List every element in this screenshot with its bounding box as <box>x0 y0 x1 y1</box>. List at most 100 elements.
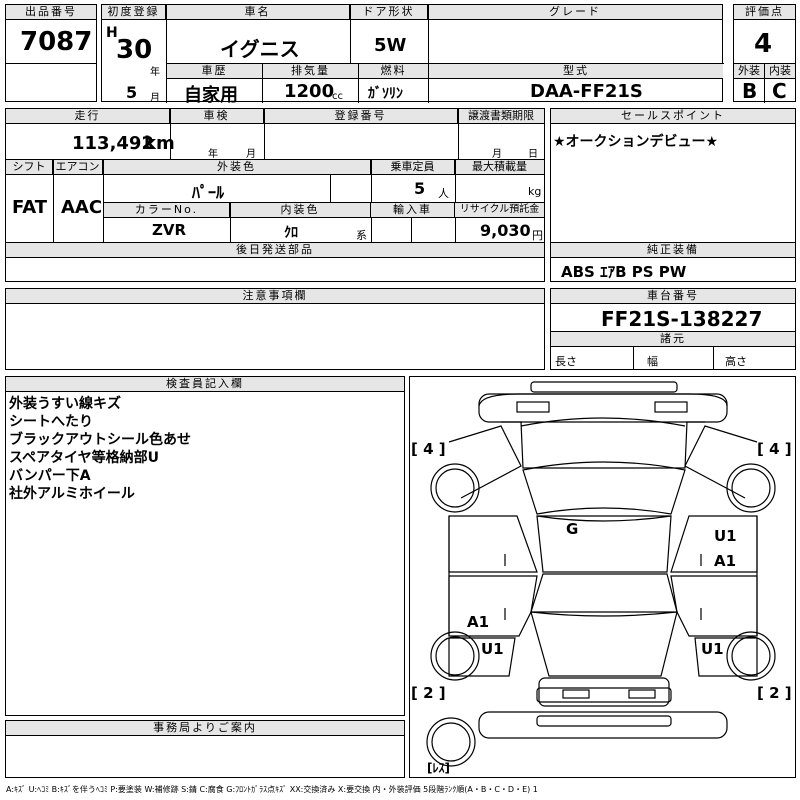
displacement-label: 排気量 <box>263 64 359 79</box>
import-label: 輸入車 <box>371 203 455 218</box>
inspection-label: 車検 <box>170 109 264 124</box>
lot-number: 7087 <box>20 27 93 57</box>
tire-rr-score: [ 2 ] <box>757 684 792 702</box>
inspector-label: 検査員記入欄 <box>6 377 404 392</box>
ac: AAC <box>61 197 103 218</box>
transfer-month-unit: 月 <box>492 149 502 160</box>
lot-number-box: 出品番号 7087 <box>5 4 97 102</box>
color-no: ZVR <box>152 221 187 239</box>
door-label: ドア形状 <box>350 5 428 20</box>
inspector-box: 検査員記入欄 外装うすい線キズ シートへたり ブラックアウトシール色あせ スペア… <box>5 376 405 716</box>
remark-line: 社外アルミホイール <box>9 486 135 502</box>
score-box: 評価点 4 外装 内装 B C <box>733 4 796 103</box>
equipment-text: ABS ｴｱB PS PW <box>561 263 687 281</box>
inspection-month-unit: 月 <box>246 149 256 160</box>
grade-label: グレード <box>428 5 722 20</box>
remark-line: バンパー下A <box>9 468 91 484</box>
selling-points-text: ★オークションデビュー★ <box>553 134 719 150</box>
rest-label: [ﾚｽ] <box>427 761 450 775</box>
tire-fl-score: [ 4 ] <box>411 440 446 458</box>
interior-score: C <box>772 79 787 103</box>
interior-color-label: 内装色 <box>230 203 371 218</box>
lot-number-label: 出品番号 <box>6 5 96 20</box>
exterior-color: ﾊﾟｰﾙ <box>192 183 225 202</box>
mark-glass: G <box>566 520 578 538</box>
details-box: 走行 車検 登録番号 譲渡書類期限 113,492 km 年 月 月 日 シフト… <box>5 108 545 282</box>
length-label: 長さ <box>555 355 577 368</box>
chassis-number: FF21S-138227 <box>601 307 763 331</box>
remark-line: ブラックアウトシール色あせ <box>9 432 191 448</box>
era: H <box>106 25 118 41</box>
score: 4 <box>754 29 773 59</box>
car-name: イグニス <box>220 37 300 61</box>
transfer-day-unit: 日 <box>528 149 538 160</box>
recycle-unit: 円 <box>532 229 543 242</box>
car-damage-diagram: [ 4 ] [ 4 ] [ 2 ] [ 2 ] G U1 A1 A1 U1 U1… <box>409 376 796 778</box>
inspection-year-unit: 年 <box>208 149 218 160</box>
first-reg-label: 初度登録 <box>102 5 166 20</box>
capacity-label: 乗車定員 <box>371 160 455 175</box>
height-label: 高さ <box>725 355 747 368</box>
month: 5 <box>126 83 138 102</box>
shift-label: シフト <box>6 160 53 175</box>
interior-color: ｸﾛ <box>284 225 298 241</box>
fuel: ｶﾞｿﾘﾝ <box>368 86 403 102</box>
mark-left-rear-u1: U1 <box>481 640 504 658</box>
history: 自家用 <box>184 85 238 106</box>
color-label: 外装色 <box>103 160 371 175</box>
interior-label: 内装 <box>765 64 795 79</box>
registration-label: 登録番号 <box>264 109 458 124</box>
notes-box: 注意事項欄 <box>5 288 545 370</box>
year: 30 <box>116 35 153 65</box>
office-box: 事務局よりご案内 <box>5 720 405 778</box>
mark-right-front-u1: U1 <box>714 527 737 545</box>
car-name-label: 車名 <box>166 5 350 20</box>
shift: FAT <box>12 197 48 218</box>
year-unit: 年 <box>150 67 160 78</box>
selling-points-label: セールスポイント <box>551 109 795 124</box>
remark-line: シートへたり <box>9 414 93 430</box>
recycle-label: リサイクル預託金 <box>455 203 544 218</box>
mileage: 113,492 <box>72 133 154 154</box>
model-label: 型式 <box>429 64 723 79</box>
month-unit: 月 <box>150 93 160 104</box>
exterior-label: 外装 <box>734 64 764 79</box>
capacity-unit: 人 <box>438 187 449 200</box>
remark-line: スペアタイヤ等格納部U <box>9 450 159 466</box>
office-label: 事務局よりご案内 <box>6 721 404 736</box>
chassis-box: 車台番号 FF21S-138227 諸元 長さ 幅 高さ <box>550 288 796 370</box>
door-type: 5W <box>374 35 407 56</box>
chassis-label: 車台番号 <box>551 289 795 304</box>
score-label: 評価点 <box>734 5 795 20</box>
mark-right-rear-u1: U1 <box>701 640 724 658</box>
mileage-label: 走行 <box>6 109 170 124</box>
mark-right-front-a1: A1 <box>714 552 736 570</box>
fuel-label: 燃料 <box>359 64 429 79</box>
color-no-label: カラーNo. <box>104 203 230 218</box>
displacement: 1200 <box>284 81 335 102</box>
spec-label: 諸元 <box>551 332 795 347</box>
exterior-score: B <box>742 79 758 103</box>
tire-rl-score: [ 2 ] <box>411 684 446 702</box>
history-label: 車歴 <box>167 64 263 79</box>
vehicle-header-box: 初度登録 車名 ドア形状 グレード H 30 年 5 月 イグニス 5W 車歴 … <box>101 4 724 106</box>
tire-fr-score: [ 4 ] <box>757 440 792 458</box>
transfer-label: 譲渡書類期限 <box>458 109 544 124</box>
later-parts-label: 後日発送部品 <box>6 243 544 258</box>
notes-label: 注意事項欄 <box>6 289 544 304</box>
remark-line: 外装うすい線キズ <box>9 396 121 412</box>
interior-color-unit: 系 <box>356 229 367 242</box>
equipment-label: 純正装備 <box>551 243 795 258</box>
load-label: 最大積載量 <box>455 160 544 175</box>
mark-left-rear-a1: A1 <box>467 613 489 631</box>
load-unit: kg <box>528 185 542 198</box>
ac-label: エアコン <box>53 160 103 175</box>
mileage-unit: km <box>144 133 175 154</box>
legend-text: A:ｷｽﾞ U:ﾍｺﾐ B:ｷｽﾞを伴うﾍｺﾐ P:要塗装 W:補修跡 S:錆 … <box>6 785 538 794</box>
selling-points-box: セールスポイント ★オークションデビュー★ 純正装備 ABS ｴｱB PS PW <box>550 108 796 282</box>
width-label: 幅 <box>647 355 658 368</box>
capacity: 5 <box>414 179 426 198</box>
inspector-remarks: 外装うすい線キズ シートへたり ブラックアウトシール色あせ スペアタイヤ等格納部… <box>9 395 191 503</box>
model: DAA-FF21S <box>530 81 643 102</box>
displacement-unit: cc <box>332 91 343 102</box>
